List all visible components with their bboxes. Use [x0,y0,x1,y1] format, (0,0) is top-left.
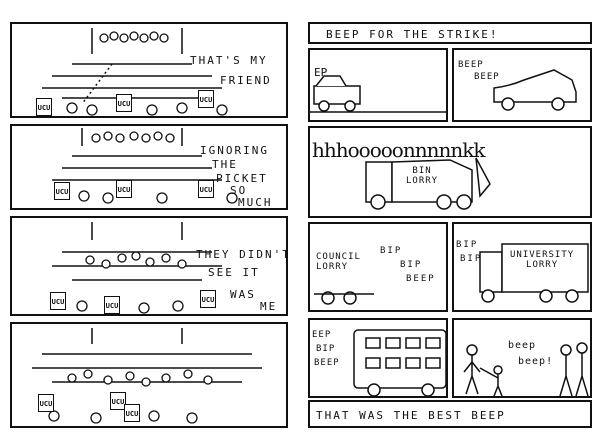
panel-caption: SO [230,184,248,197]
bus-panel: EEP BIP BEEP [308,318,448,398]
lorry-sound: BIP [380,246,403,256]
page-title: BEEP FOR THE STRIKE! [326,28,499,41]
picket-sign: UCU [198,90,214,108]
car-panel-right: BEEP BEEP [452,48,592,122]
lorry-sound: BIP [400,260,423,270]
crowd-drawing-2 [52,128,238,204]
panel-caption: SEE IT [208,266,260,279]
people-drawing [463,342,589,396]
bus-drawing [353,329,446,396]
picket-sign: UCU [198,180,214,198]
bin-lorry-drawing [365,157,491,210]
people-sound: beep! [518,356,554,367]
car-drawing [493,69,577,111]
lorry-sound: BIP [456,240,479,250]
car-drawing [310,75,446,113]
left-panel-4: UCU UCU UCU [10,322,288,428]
picket-sign: UCU [36,98,52,116]
bus-sound: BIP [316,344,336,354]
panel-caption: THAT'S MY [190,54,268,67]
picket-sign: UCU [54,182,70,200]
lorry-sound: BEEP [406,274,436,284]
left-panel-1: UCU UCU UCU THAT'S MY FRIEND [10,22,288,118]
footer-panel: THAT WAS THE BEST BEEP [308,400,592,428]
crowd-drawing-3 [52,222,222,314]
title-panel: BEEP FOR THE STRIKE! [308,22,592,44]
picket-sign: UCU [124,404,140,422]
left-panel-2: UCU UCU UCU IGNORING THE PICKET SO MUCH [10,124,288,210]
panel-caption: IGNORING [200,144,269,157]
bus-sound: EEP [312,330,332,340]
lorry-sound: BIP [460,254,483,264]
picket-sign: UCU [116,94,132,112]
panel-caption: WAS [230,288,256,301]
car-sound: BEEP [458,60,484,70]
council-lorry-drawing [314,291,374,305]
panel-caption: PICKET [216,172,268,185]
car-sound: BEEP [474,72,500,82]
car-panel-left: EP [308,48,448,122]
crowd-drawing-4 [32,328,262,424]
picket-sign: UCU [104,296,120,314]
people-sound: beep [508,340,537,351]
panel-caption: MUCH [238,196,273,209]
picket-sign: UCU [110,392,126,410]
bus-sound: BEEP [314,358,340,368]
picket-sign: UCU [200,290,216,308]
people-panel: beep beep! [452,318,592,398]
panel-caption: ME [260,300,278,313]
uni-lorry-drawing [479,243,589,303]
left-panel-3: UCU UCU UCU THEY DIDN'T SEE IT WAS ME [10,216,288,316]
picket-sign: UCU [116,180,132,198]
picket-sign: UCU [50,292,66,310]
crowd-drawing-1 [42,28,228,116]
panel-caption: THEY DIDN'T [196,248,288,261]
horn-sound: hhhooooonnnnnkk [312,138,485,162]
panel-caption: THE [212,158,238,171]
footer-caption: THAT WAS THE BEST BEEP [316,409,506,422]
panel-caption: FRIEND [220,74,272,87]
picket-sign: UCU [38,394,54,412]
